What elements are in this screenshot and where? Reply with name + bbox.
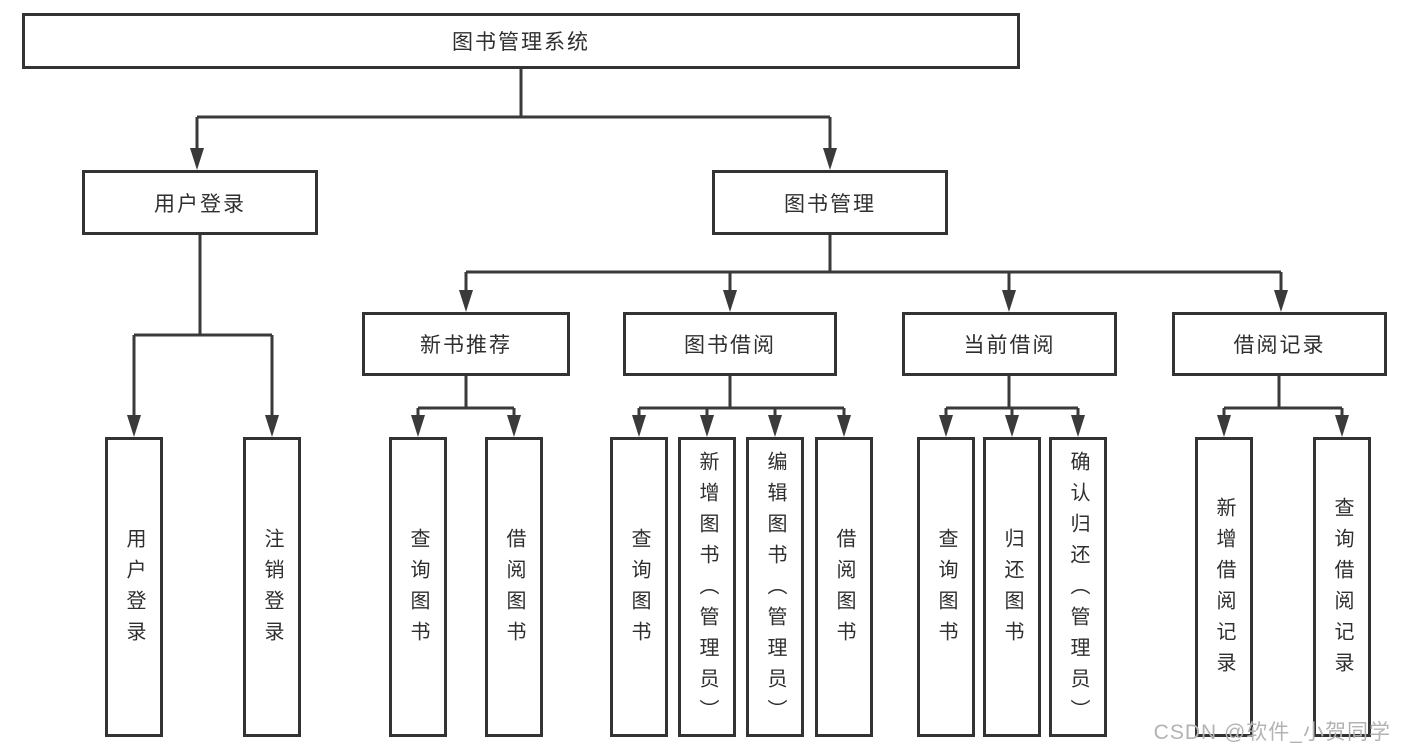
node-user-login: 用户登录 bbox=[82, 170, 318, 235]
leaf-edit-books-admin: 编辑图书（管理员） bbox=[746, 437, 804, 737]
csdn-watermark: CSDN @软件_小贺同学 bbox=[1153, 721, 1391, 744]
node-borrowing-records: 借阅记录 bbox=[1172, 312, 1387, 376]
node-book-management: 图书管理 bbox=[712, 170, 948, 235]
leaf-query-books-current: 查询图书 bbox=[917, 437, 975, 737]
leaf-user-login: 用户登录 bbox=[105, 437, 163, 737]
leaf-borrow-books-recommend: 借阅图书 bbox=[485, 437, 543, 737]
leaf-query-books-recommend: 查询图书 bbox=[389, 437, 447, 737]
leaf-query-borrow-record: 查询借阅记录 bbox=[1313, 437, 1371, 737]
node-current-borrowing: 当前借阅 bbox=[902, 312, 1117, 376]
node-new-book-recommend: 新书推荐 bbox=[362, 312, 570, 376]
leaf-return-books: 归还图书 bbox=[983, 437, 1041, 737]
leaf-add-borrow-record: 新增借阅记录 bbox=[1195, 437, 1253, 737]
leaf-add-books-admin: 新增图书（管理员） bbox=[678, 437, 736, 737]
leaf-confirm-return-admin: 确认归还（管理员） bbox=[1049, 437, 1107, 737]
node-book-borrowing: 图书借阅 bbox=[623, 312, 837, 376]
leaf-logout: 注销登录 bbox=[243, 437, 301, 737]
leaf-query-books-borrowing: 查询图书 bbox=[610, 437, 668, 737]
node-root-system: 图书管理系统 bbox=[22, 13, 1020, 69]
leaf-borrow-books: 借阅图书 bbox=[815, 437, 873, 737]
